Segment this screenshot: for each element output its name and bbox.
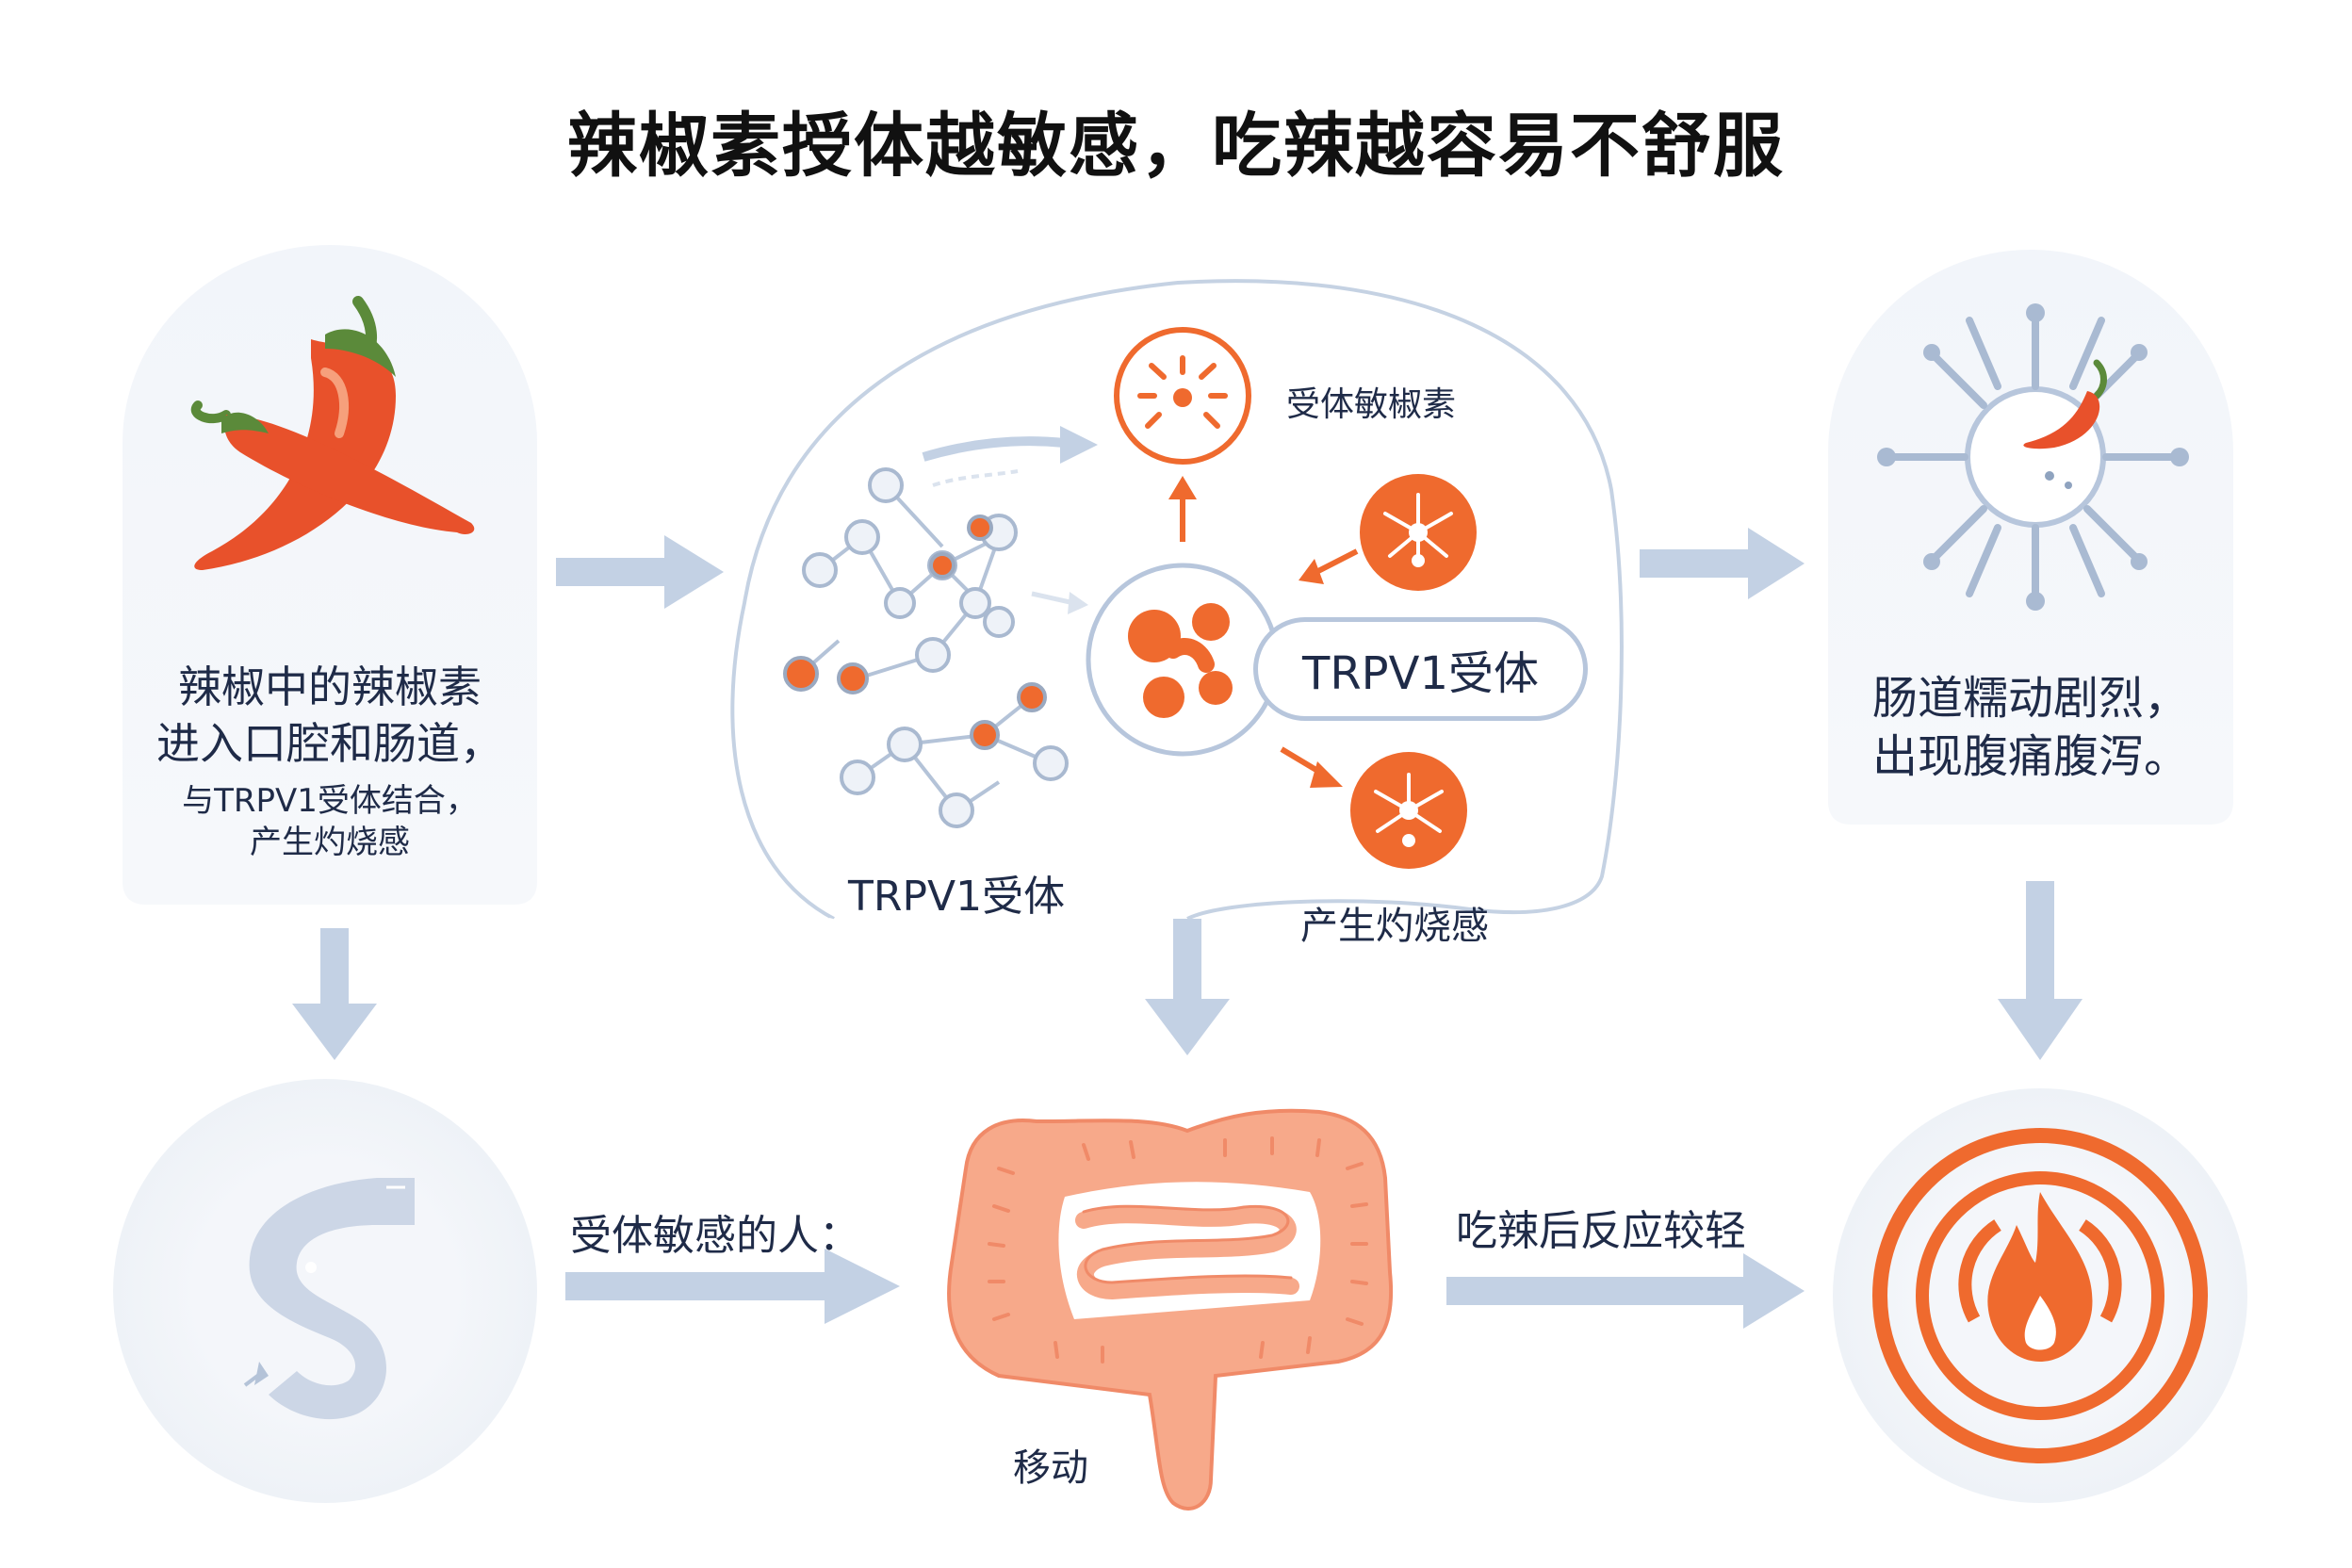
pepper-line-2: 进入口腔和肠道，	[156, 717, 503, 769]
capsaicin-nodes	[783, 514, 1047, 750]
arrow-orange-in	[1298, 548, 1359, 584]
receptor-circle	[1086, 563, 1280, 757]
nerve-cell-icon-top	[1360, 474, 1477, 591]
gut-line-2: 出现腹痛腹泻。	[1871, 730, 2189, 784]
neuron-with-pepper-icon	[1890, 317, 2176, 597]
page-title: 辣椒素授体越敏感，吃辣越容易不舒服	[567, 106, 1785, 187]
small-chili-icon	[2023, 359, 2107, 489]
flame-target-icon	[1872, 1128, 2208, 1463]
arrow-center-to-gut	[1640, 528, 1805, 599]
pepper-line-1: 辣椒中的辣椒素	[178, 662, 482, 712]
arrow-down-right	[1998, 881, 2082, 1060]
pepper-line-4: 产生灼烧感	[250, 823, 410, 861]
digestive-tract-card	[113, 1079, 537, 1503]
arrow-up-orange	[1168, 476, 1197, 542]
nerve-cell-icon-bottom	[1350, 752, 1467, 869]
arrow-sensitive-people	[565, 1249, 900, 1324]
arrow-down-center	[1145, 919, 1230, 1055]
receptor-sensitized-label: 受体敏椒素	[1286, 385, 1457, 424]
burning-label: 产生灼烧感	[1300, 905, 1489, 948]
large-intestine-icon	[947, 1108, 1394, 1511]
receptor-label: TRPV1受体	[848, 873, 1066, 921]
trpv1-pill: TRPV1受体	[1253, 617, 1588, 721]
pepper-card-text: 辣椒中的辣椒素 进入口腔和肠道， 与TRPV1受体结合， 产生灼烧感	[122, 660, 537, 863]
neuron-ends	[1877, 303, 2189, 611]
arrow-pepper-to-center	[556, 535, 724, 609]
arrow-orange-out	[1280, 746, 1343, 788]
pepper-line-3: 与TRPV1受体结合，	[182, 781, 478, 820]
sensitized-receptor-icon	[1114, 327, 1251, 465]
gut-line-1: 肠道糯动剧烈，	[1871, 672, 2189, 725]
arrow-down-left	[292, 928, 377, 1060]
intestine-label: 移动	[1013, 1446, 1088, 1490]
chili-pepper-icon	[190, 296, 475, 570]
mild-reaction-label: 吃辣后反应较轻	[1456, 1207, 1746, 1255]
digestive-tract-icon	[243, 1178, 415, 1420]
gut-card-text: 肠道糯动剧烈， 出现腹痛腹泻。	[1828, 669, 2233, 787]
trpv1-pill-label: TRPV1受体	[1302, 647, 1539, 700]
arrow-mild-reaction	[1446, 1253, 1805, 1329]
flow-arrows	[922, 426, 1098, 614]
sensitive-people-label: 受体敏感的人：	[570, 1212, 860, 1260]
gut-reaction-card	[1828, 250, 2233, 825]
